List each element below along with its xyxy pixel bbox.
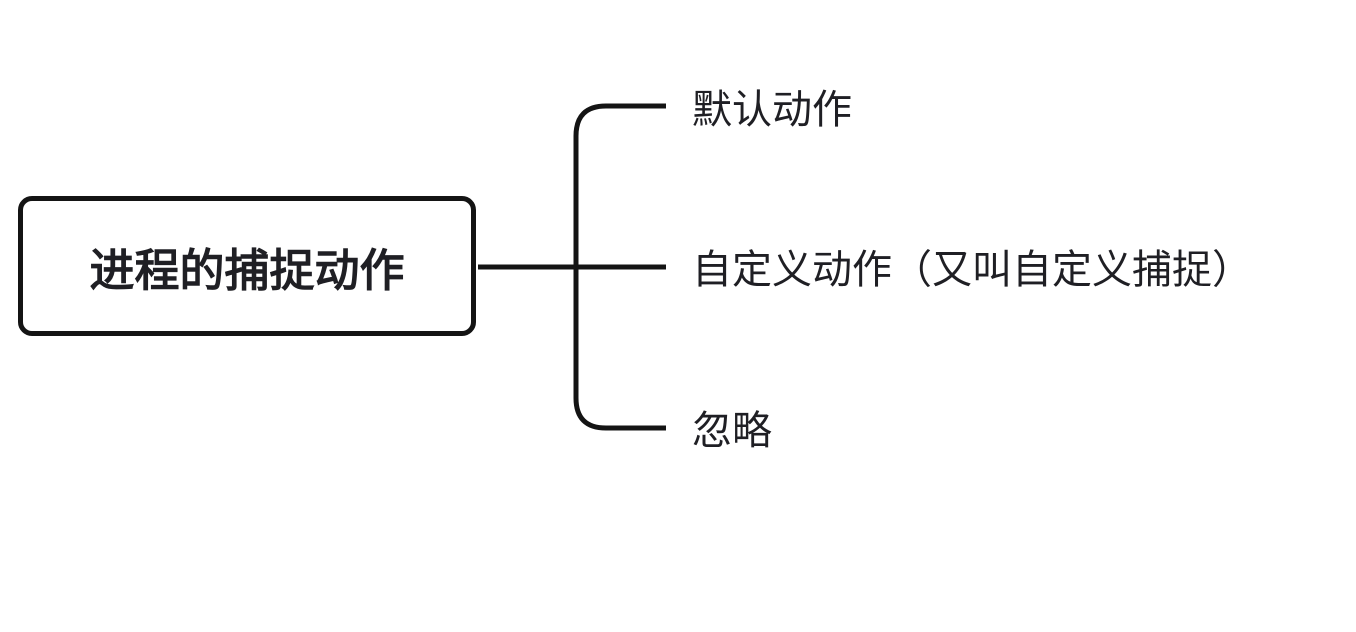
branch-default-action: 默认动作 xyxy=(692,87,852,133)
branch-custom-action: 自定义动作（又叫自定义捕捉） xyxy=(692,247,1252,293)
root-node-label: 进程的捕捉动作 xyxy=(89,243,405,297)
branch-ignore: 忽略 xyxy=(692,408,772,454)
root-node: 进程的捕捉动作 xyxy=(18,196,476,336)
